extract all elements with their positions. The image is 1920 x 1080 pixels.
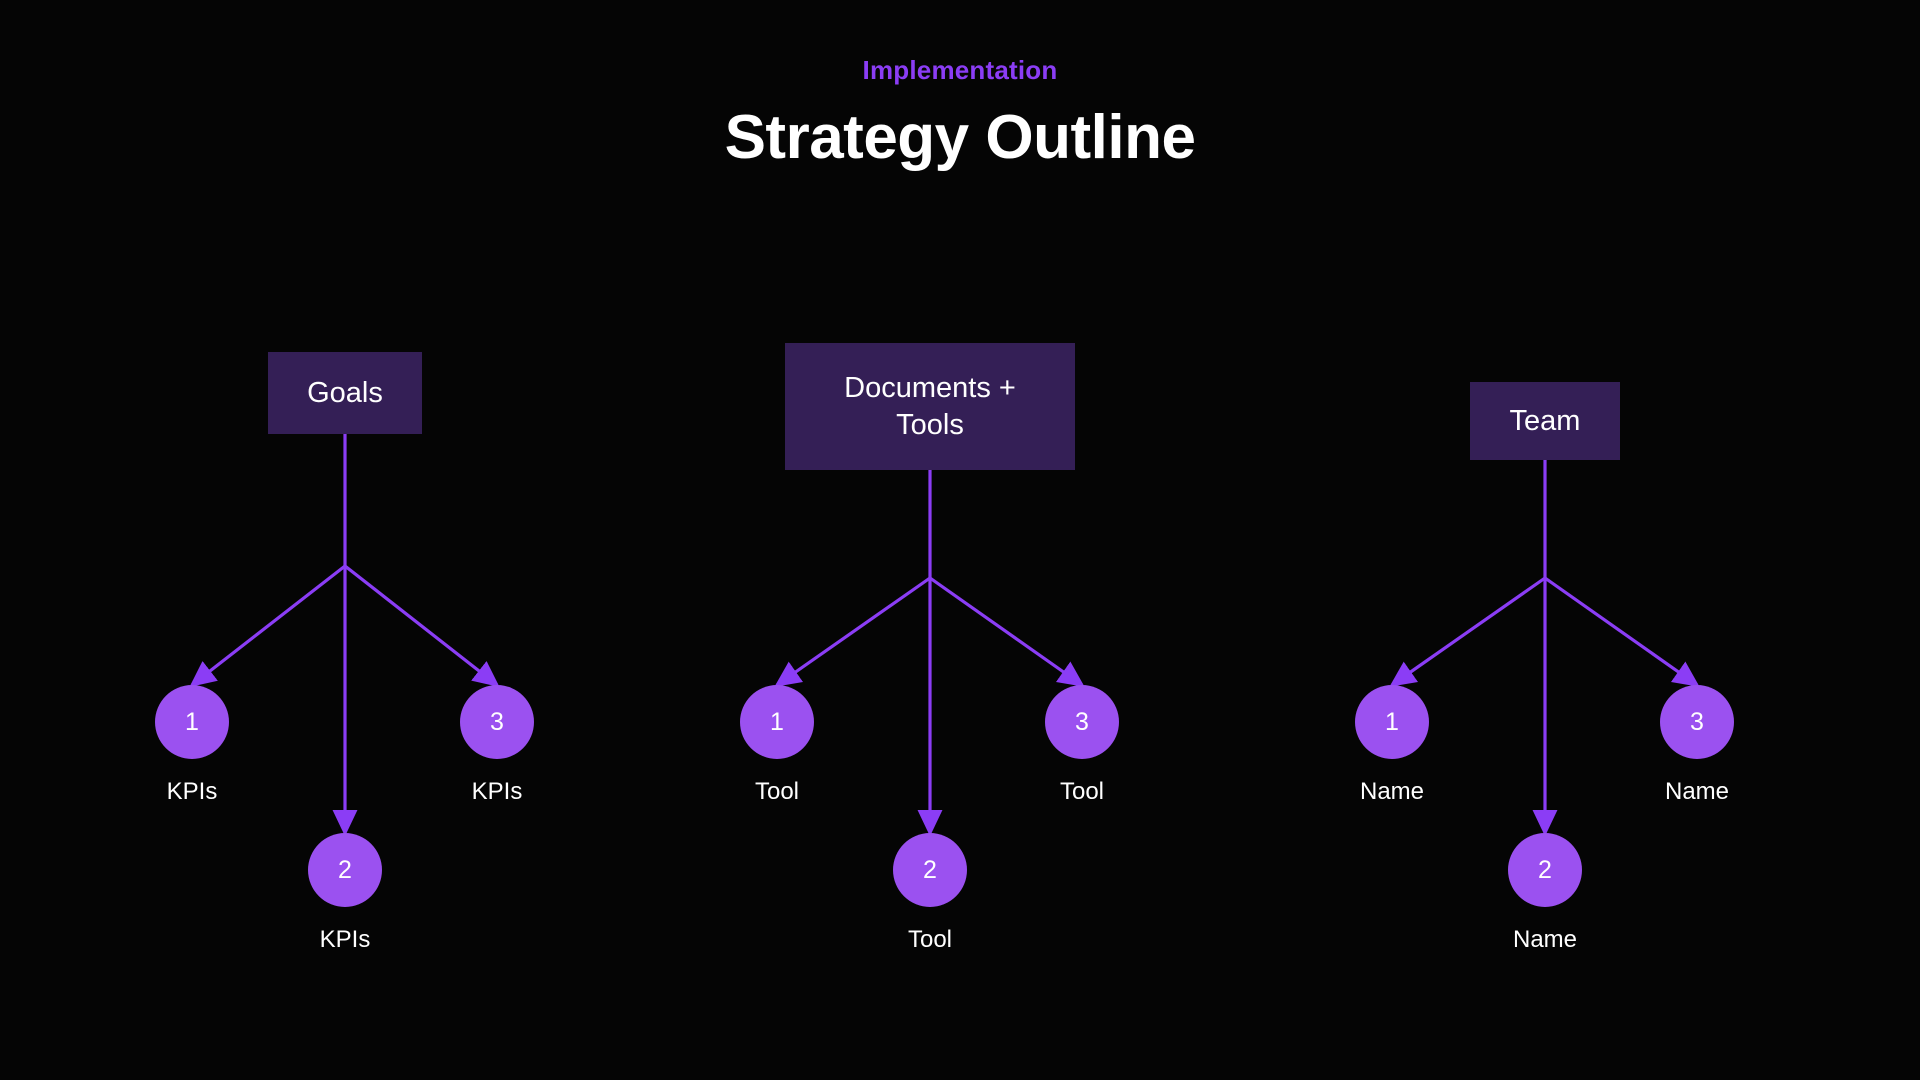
connectors-group-documents-tools	[774, 470, 1085, 837]
leaf-circle-documents-tools-2[interactable]: 2	[893, 833, 967, 907]
leaf-number-team-3: 3	[1690, 707, 1704, 736]
leaf-number-goals-3: 3	[490, 707, 504, 736]
leaf-circle-documents-tools-3[interactable]: 3	[1045, 685, 1119, 759]
node-box-goals[interactable]: Goals	[268, 352, 422, 434]
leaf-number-documents-tools-1: 1	[770, 707, 784, 736]
node-box-team[interactable]: Team	[1470, 382, 1620, 460]
leaf-circle-goals-1[interactable]: 1	[155, 685, 229, 759]
leaf-number-documents-tools-3: 3	[1075, 707, 1089, 736]
leaf-circle-goals-3[interactable]: 3	[460, 685, 534, 759]
node-box-documents-tools[interactable]: Documents + Tools	[785, 343, 1075, 470]
node-box-documents-tools-line1: Documents +	[844, 371, 1016, 404]
eyebrow-text: Implementation	[862, 55, 1058, 85]
page-title: Strategy Outline	[724, 102, 1196, 172]
leaf-label-documents-tools-1: Tool	[754, 778, 800, 805]
leaf-number-team-1: 1	[1385, 707, 1399, 736]
leaf-number-goals-2: 2	[338, 855, 352, 884]
leaf-number-documents-tools-2: 2	[923, 855, 937, 884]
leaf-label-team-3: Name	[1664, 778, 1730, 805]
leaf-label-team-2: Name	[1512, 926, 1578, 953]
leaf-number-goals-1: 1	[185, 707, 199, 736]
leaf-label-goals-2: KPIs	[319, 926, 371, 953]
leaf-label-team-1: Name	[1359, 778, 1425, 805]
connectors-group-goals	[189, 434, 500, 837]
node-box-team-label: Team	[1509, 404, 1581, 437]
node-box-documents-tools-label: Documents + Tools	[844, 370, 1016, 443]
leaf-label-documents-tools-2: Tool	[907, 926, 953, 953]
leaf-circle-documents-tools-1[interactable]: 1	[740, 685, 814, 759]
leaf-circle-team-2[interactable]: 2	[1508, 833, 1582, 907]
leaf-circle-goals-2[interactable]: 2	[308, 833, 382, 907]
slide-header: Implementation Strategy Outline	[0, 56, 1920, 169]
leaf-number-team-2: 2	[1538, 855, 1552, 884]
leaf-circle-team-1[interactable]: 1	[1355, 685, 1429, 759]
leaf-label-goals-1: KPIs	[166, 778, 218, 805]
leaf-circle-team-3[interactable]: 3	[1660, 685, 1734, 759]
leaf-label-goals-3: KPIs	[471, 778, 523, 805]
node-box-documents-tools-line2: Tools	[896, 408, 964, 441]
connectors-group-team	[1389, 460, 1700, 837]
node-box-goals-label: Goals	[307, 376, 383, 409]
leaf-label-documents-tools-3: Tool	[1059, 778, 1105, 805]
